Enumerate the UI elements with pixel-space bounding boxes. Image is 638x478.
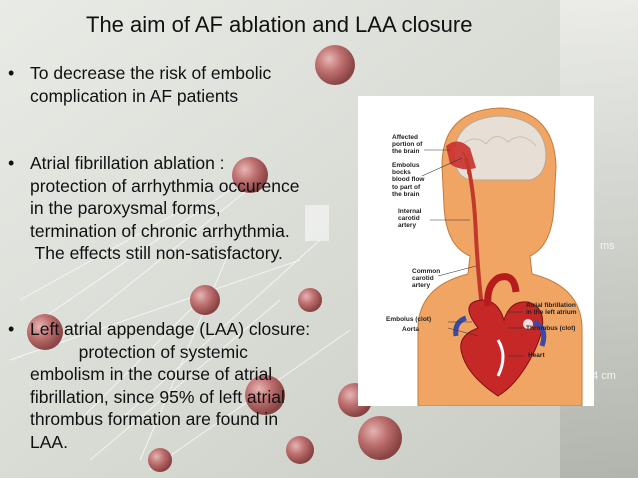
label-heart: Heart (528, 352, 545, 359)
decorative-spheres (27, 45, 402, 472)
label-aorta: Aorta (402, 326, 419, 333)
label-af-left-atrium: Atrial fibrillation in the left atrium (526, 302, 577, 317)
background-text-ms: ms (600, 240, 615, 252)
bullet-dot-icon: • (8, 63, 15, 83)
bullet-item: • Left atrial appendage (LAA) closure: p… (8, 318, 310, 453)
label-embolus-blocks: Embolus bocks blood flow to part of the … (392, 162, 425, 198)
label-embolus-clot: Embolus (clot) (386, 316, 432, 323)
bullet-dot-icon: • (8, 153, 15, 173)
bullet-text: To decrease the risk of embolic complica… (30, 63, 272, 106)
anatomy-illustration (417, 107, 583, 407)
label-affected-brain: Affected portion of the brain (392, 134, 423, 156)
anatomy-figure: Affected portion of the brain Embolus bo… (358, 96, 594, 407)
bullet-item: • Atrial fibrillation ablation : protect… (8, 152, 299, 265)
bullet-text: Left atrial appendage (LAA) closure: pro… (30, 319, 311, 452)
label-thrombus: Thrombus (clot) (526, 325, 576, 332)
bullet-dot-icon: • (8, 319, 15, 339)
bullet-text: Atrial fibrillation ablation : protectio… (30, 153, 300, 263)
label-internal-carotid: Internal carotid artery (398, 208, 422, 230)
slide-title: The aim of AF ablation and LAA closure (86, 12, 473, 37)
bullet-item: • To decrease the risk of embolic compli… (8, 62, 271, 107)
label-common-carotid: Common carotid artery (412, 268, 441, 290)
